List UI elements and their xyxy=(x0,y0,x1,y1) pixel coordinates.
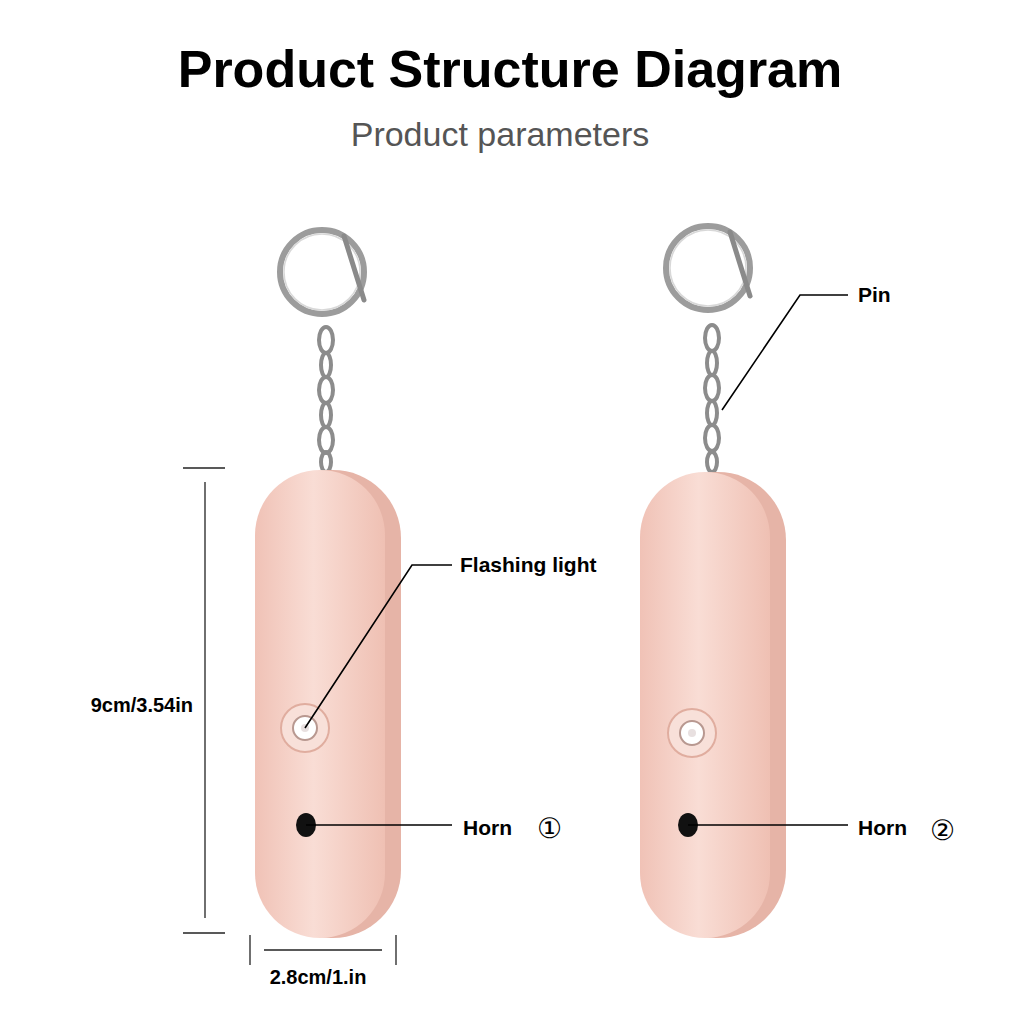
led-core xyxy=(688,729,696,737)
dimension-tick xyxy=(249,935,250,965)
subtitle: Product parameters xyxy=(351,115,650,154)
chain-link xyxy=(321,353,331,377)
dimension-line xyxy=(264,949,382,950)
led xyxy=(680,721,704,745)
part-label: Horn xyxy=(858,816,907,840)
chain-link xyxy=(705,375,719,401)
part-label: Pin xyxy=(858,283,891,307)
chain-link xyxy=(321,452,331,472)
dimension-tick xyxy=(395,935,396,965)
chain-link xyxy=(321,403,331,427)
chain-link xyxy=(707,452,717,472)
body-face xyxy=(640,472,770,938)
dimension-tick xyxy=(183,932,225,933)
alarm-body-left xyxy=(255,470,401,938)
callout-number: ① xyxy=(537,813,562,845)
dimension-lines xyxy=(183,468,396,965)
clasp-gate xyxy=(344,236,364,300)
chain-link xyxy=(319,327,333,353)
keyring-right xyxy=(666,226,750,472)
chain-link xyxy=(319,427,333,453)
leader-line xyxy=(306,824,452,826)
dimension-line xyxy=(204,482,205,918)
chain-link xyxy=(319,377,333,403)
chain-link xyxy=(707,401,717,425)
leader-line xyxy=(722,295,848,410)
part-label: Flashing light xyxy=(460,553,597,577)
callout-number: ② xyxy=(930,815,955,847)
split-ring xyxy=(666,226,750,310)
dimension-label: 9cm/3.54in xyxy=(91,694,193,717)
light-bezel xyxy=(668,709,716,757)
keyring-left xyxy=(280,230,364,472)
leader-lines xyxy=(305,295,848,825)
leader-line xyxy=(688,824,848,826)
part-label: Horn xyxy=(463,816,512,840)
alarm-body-right xyxy=(640,472,786,938)
title: Product Structure Diagram xyxy=(178,40,843,100)
dimension-label: 2.8cm/1.in xyxy=(270,966,367,989)
chain-link xyxy=(705,425,719,451)
clasp-gate xyxy=(730,232,750,296)
split-ring xyxy=(280,230,364,314)
dimension-tick xyxy=(183,467,225,468)
chain-link xyxy=(705,325,719,351)
leader-line xyxy=(305,565,452,728)
chain-link xyxy=(707,351,717,375)
